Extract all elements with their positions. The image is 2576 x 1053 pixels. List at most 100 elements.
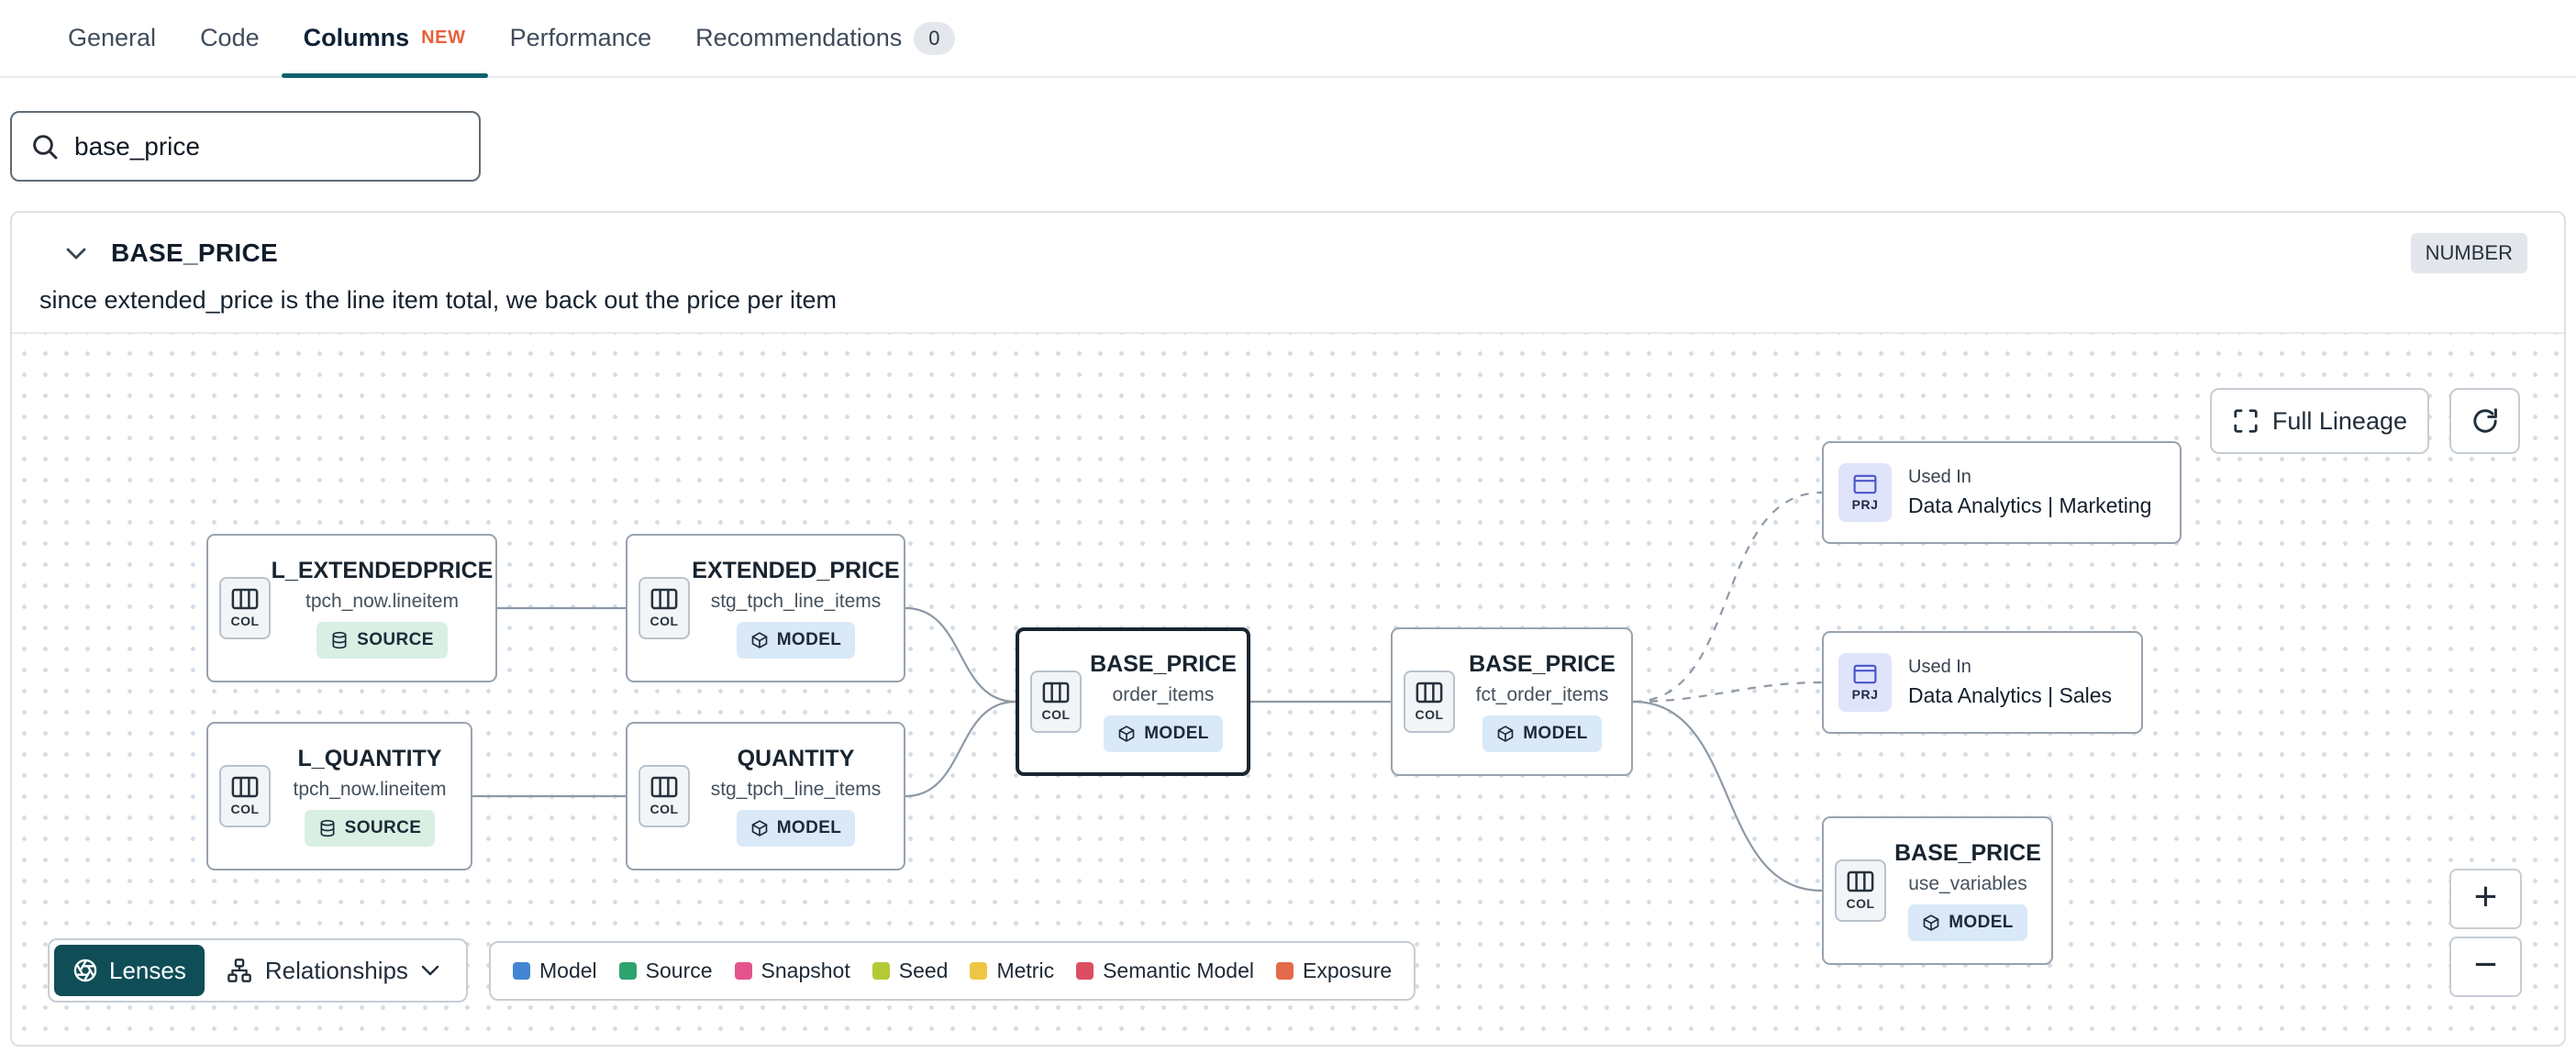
node-title: QUANTITY — [737, 746, 855, 771]
badge-label: SOURCE — [357, 630, 434, 649]
legend-label: Semantic Model — [1103, 959, 1254, 982]
cube-icon — [1118, 726, 1135, 742]
legend-label: Model — [539, 959, 597, 982]
legend-item-source: Source — [618, 959, 713, 983]
model-badge: MODEL — [736, 622, 856, 659]
model-badge: MODEL — [736, 810, 856, 847]
lineage-node-l-quantity[interactable]: COL L_QUANTITY tpch_now.lineitem SOURCE — [206, 722, 472, 870]
column-panel: BASE_PRICE NUMBER since extended_price i… — [10, 211, 2566, 1047]
used-in-label: Used In — [1908, 467, 1971, 487]
search-input[interactable] — [74, 131, 461, 161]
node-subtitle: stg_tpch_line_items — [710, 779, 882, 800]
column-icon: COL — [219, 577, 271, 639]
lineage-node-extended-price[interactable]: COL EXTENDED_PRICE stg_tpch_line_items M… — [626, 534, 905, 682]
refresh-button[interactable] — [2449, 388, 2520, 454]
node-subtitle: tpch_now.lineitem — [305, 591, 459, 612]
cube-icon — [1497, 726, 1514, 742]
lineage-edges — [472, 491, 1823, 892]
legend-label: Seed — [898, 959, 949, 982]
node-title: BASE_PRICE — [1090, 651, 1237, 677]
edge — [905, 700, 1016, 798]
prj-icon-label: PRJ — [1851, 686, 1879, 702]
project-name: Data Analytics | Marketing — [1908, 493, 2152, 517]
zoom-out-button[interactable]: − — [2449, 937, 2522, 997]
project-name: Data Analytics | Sales — [1908, 683, 2113, 707]
column-icon: COL — [1835, 859, 1886, 922]
used-in-label: Used In — [1908, 657, 1971, 677]
node-subtitle: fct_order_items — [1475, 684, 1609, 705]
lineage-node-used-in-sales[interactable]: PRJ Used In Data Analytics | Sales — [1822, 631, 2143, 734]
lineage-node-used-in-marketing[interactable]: PRJ Used In Data Analytics | Marketing — [1822, 441, 2182, 544]
lineage-canvas[interactable]: COL L_EXTENDEDPRICE tpch_now.lineitem SO… — [12, 332, 2564, 1045]
legend-label: Exposure — [1303, 959, 1393, 982]
column-icon: COL — [638, 577, 690, 639]
zoom-in-button[interactable]: + — [2449, 869, 2522, 929]
badge-label: MODEL — [776, 630, 842, 649]
legend-item-model: Model — [513, 959, 597, 983]
legend-item-metric: Metric — [970, 959, 1054, 983]
project-icon: PRJ — [1838, 463, 1892, 522]
node-subtitle: use_variables — [1908, 873, 2027, 894]
database-icon — [320, 819, 335, 837]
legend-label: Snapshot — [761, 959, 850, 982]
node-title: L_QUANTITY — [297, 746, 442, 771]
col-icon-label: COL — [1041, 707, 1071, 722]
full-lineage-button[interactable]: Full Lineage — [2209, 388, 2429, 454]
lineage-node-l-extendedprice[interactable]: COL L_EXTENDEDPRICE tpch_now.lineitem SO… — [206, 534, 497, 682]
tab-label: General — [68, 24, 157, 51]
tab-columns[interactable]: Columns NEW — [281, 0, 488, 78]
legend-swatch — [970, 962, 988, 980]
legend-item-semantic-model: Semantic Model — [1076, 959, 1254, 983]
recommendations-count-badge: 0 — [914, 21, 955, 55]
cube-icon — [751, 632, 768, 648]
expand-icon — [2234, 409, 2258, 433]
lineage-node-base-price-fct-order-items[interactable]: COL BASE_PRICE fct_order_items MODEL — [1391, 627, 1633, 776]
lenses-button[interactable]: Lenses — [54, 945, 205, 996]
tab-label: Recommendations — [695, 24, 903, 51]
model-badge: MODEL — [1104, 715, 1223, 752]
lineage-node-base-price-use-variables[interactable]: COL BASE_PRICE use_variables MODEL — [1822, 816, 2053, 965]
lineage-node-base-price-order-items[interactable]: COL BASE_PRICE order_items MODEL — [1016, 627, 1250, 776]
tab-recommendations[interactable]: Recommendations 0 — [673, 0, 976, 76]
search-box[interactable] — [10, 111, 481, 182]
project-icon: PRJ — [1838, 653, 1892, 712]
tab-performance[interactable]: Performance — [488, 0, 674, 76]
legend-item-exposure: Exposure — [1276, 959, 1392, 983]
legend-item-snapshot: Snapshot — [734, 959, 850, 983]
legend-swatch — [1076, 962, 1094, 980]
lens-aperture-icon — [73, 959, 97, 982]
lineage-node-quantity[interactable]: COL QUANTITY stg_tpch_line_items MODEL — [626, 722, 905, 870]
legend-item-seed: Seed — [872, 959, 949, 983]
node-subtitle: order_items — [1112, 684, 1215, 705]
col-icon-label: COL — [650, 614, 679, 628]
legend-swatch — [618, 962, 637, 980]
tab-label: Code — [200, 24, 260, 51]
tab-label: Columns — [303, 24, 410, 51]
edge-dashed — [1632, 681, 1823, 704]
badge-label: MODEL — [1949, 913, 2014, 932]
column-type-badge: NUMBER — [2410, 233, 2527, 273]
active-tab-underline — [281, 73, 488, 78]
prj-icon-label: PRJ — [1851, 496, 1879, 512]
column-name: BASE_PRICE — [111, 238, 278, 267]
node-title: L_EXTENDEDPRICE — [271, 558, 494, 583]
source-badge: SOURCE — [316, 622, 448, 659]
zoom-controls: + − — [2449, 869, 2522, 997]
badge-label: SOURCE — [344, 818, 422, 837]
lenses-label: Lenses — [109, 956, 186, 984]
tab-bar: General Code Columns NEW Performance Rec… — [0, 0, 2576, 78]
relationships-dropdown[interactable]: Relationships — [205, 957, 461, 985]
tab-code[interactable]: Code — [178, 0, 282, 76]
badge-label: MODEL — [1523, 724, 1588, 743]
refresh-icon — [2472, 408, 2497, 433]
node-title: BASE_PRICE — [1469, 651, 1616, 677]
tab-label: Performance — [509, 24, 652, 51]
column-icon: COL — [1404, 671, 1455, 733]
model-badge: MODEL — [1908, 904, 2027, 941]
source-badge: SOURCE — [304, 810, 436, 847]
badge-label: MODEL — [776, 818, 842, 837]
column-icon: COL — [638, 765, 690, 827]
tab-general[interactable]: General — [46, 0, 178, 76]
legend-swatch — [1276, 962, 1294, 980]
collapse-chevron-icon[interactable] — [60, 237, 93, 270]
